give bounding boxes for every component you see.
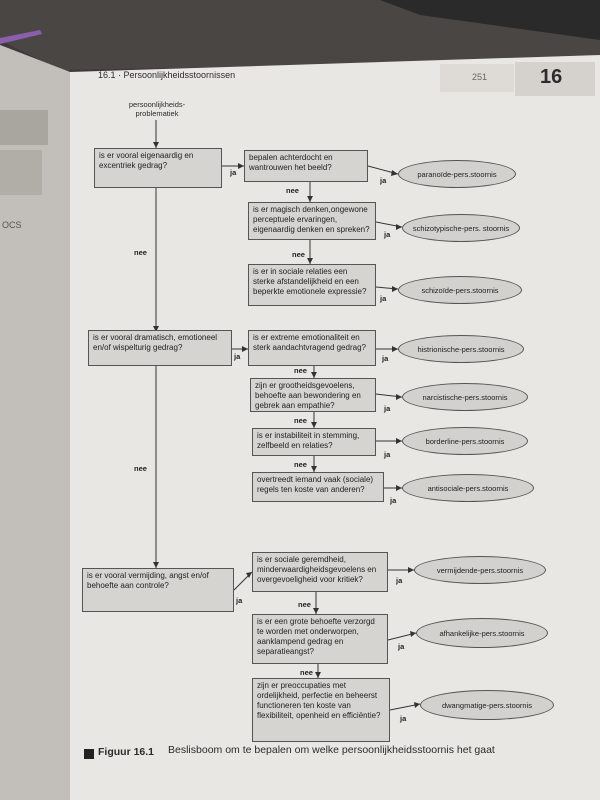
label-yes: ja [380, 294, 387, 303]
margin-text: OCS [2, 220, 22, 230]
figure-caption: Beslisboom om te bepalen om welke persoo… [168, 744, 495, 756]
outcome-dependent: afhankelijke-pers.stoornis [416, 618, 548, 648]
sub-question-schizotypal: is er magisch denken,ongewone perceptuel… [248, 202, 376, 240]
question-odd-eccentric: is er vooral eigenaardig en excentriek g… [94, 148, 222, 188]
outcome-antisocial: antisociale-pers.stoornis [402, 474, 534, 502]
label-no: nee [294, 366, 307, 375]
label-yes: ja [230, 168, 237, 177]
label-yes: ja [234, 352, 241, 361]
label-yes: ja [384, 450, 391, 459]
sub-question-obsessive: zijn er preoccupaties met ordelijkheid, … [252, 678, 390, 742]
label-no: nee [134, 464, 147, 473]
outcome-avoidant: vermijdende-pers.stoornis [414, 556, 546, 584]
label-no: nee [134, 248, 147, 257]
sub-question-borderline: is er instabiliteit in stemming, zelfbee… [252, 428, 376, 456]
question-dramatic: is er vooral dramatisch, emotioneel en/o… [88, 330, 232, 366]
label-yes: ja [400, 714, 407, 723]
label-no: nee [286, 186, 299, 195]
outcome-paranoid: paranoïde-pers.stoornis [398, 160, 516, 188]
label-no: nee [294, 416, 307, 425]
label-yes: ja [390, 496, 397, 505]
outcome-narcissistic: narcistische-pers.stoornis [402, 383, 528, 411]
outcome-schizotypal: schizotypische-pers. stoornis [402, 214, 520, 242]
sub-question-paranoid: bepalen achterdocht en wantrouwen het be… [244, 150, 368, 182]
sub-question-avoidant: is er sociale geremdheid, minderwaardigh… [252, 552, 388, 592]
sub-question-histrionic: is er extreme emotionaliteit en sterk aa… [248, 330, 376, 366]
sub-question-narcissistic: zijn er grootheidsgevoelens, behoefte aa… [250, 378, 376, 412]
sub-question-schizoid: is er in sociale relaties een sterke afs… [248, 264, 376, 306]
label-yes: ja [382, 354, 389, 363]
outcome-obsessive: dwangmatige-pers.stoornis [420, 690, 554, 720]
label-no: nee [294, 460, 307, 469]
label-yes: ja [384, 230, 391, 239]
label-yes: ja [398, 642, 405, 651]
chapter-number: 16 [540, 66, 563, 88]
label-yes: ja [380, 176, 387, 185]
start-node: persoonlijkheids- problematiek [128, 100, 186, 118]
outcome-histrionic: histrionische-pers.stoornis [398, 335, 524, 363]
label-yes: ja [236, 596, 243, 605]
label-no: nee [300, 668, 313, 677]
label-yes: ja [396, 576, 403, 585]
figure-label: Figuur 16.1 [98, 746, 155, 758]
figure-marker-icon [84, 749, 94, 759]
label-no: nee [292, 250, 305, 259]
outcome-schizoid: schizoïde-pers.stoornis [398, 276, 522, 304]
question-anxious: is er vooral vermijding, angst en/of beh… [82, 568, 234, 612]
outcome-borderline: borderline-pers.stoornis [402, 427, 528, 455]
label-yes: ja [384, 404, 391, 413]
section-header: 16.1 · Persoonlijkheidsstoornissen [98, 70, 236, 80]
label-no: nee [298, 600, 311, 609]
page-number: 251 [472, 72, 488, 82]
sub-question-antisocial: overtreedt iemand vaak (sociale) regels … [252, 472, 384, 502]
sub-question-dependent: is er een grote behoefte verzorgd te wor… [252, 614, 388, 664]
